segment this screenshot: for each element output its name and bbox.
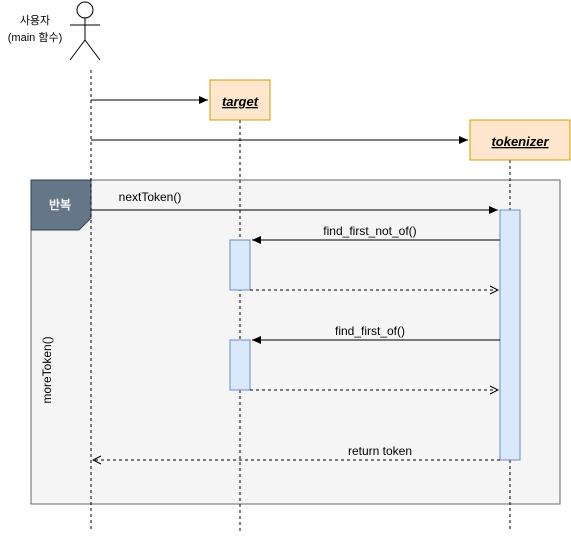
loop-frame xyxy=(30,179,561,505)
actor-stick-figure-icon xyxy=(69,1,101,61)
loop-guard: moreToken() xyxy=(40,336,54,403)
loop-label: 반복 xyxy=(49,197,71,212)
target-participant-label: target xyxy=(222,94,259,109)
tokenizer-participant-label: tokenizer xyxy=(491,134,549,149)
tokenizer-activation-bar xyxy=(499,209,521,461)
loop-fragment: 반복 moreToken() xyxy=(30,179,561,505)
find-first-of-label: find_first_of() xyxy=(335,324,405,338)
actor-name-line2: (main 함수) xyxy=(8,31,62,44)
return-token-label: return token xyxy=(348,444,412,458)
target-activation-bar-1 xyxy=(229,239,251,291)
find-first-not-of-label: find_first_not_of() xyxy=(323,224,416,238)
next-token-label: nextToken() xyxy=(119,190,182,204)
actor-name-line1: 사용자 xyxy=(20,14,50,27)
target-activation-bar-2 xyxy=(229,339,251,391)
target-participant-box xyxy=(209,79,271,121)
tokenizer-participant-box xyxy=(469,119,571,161)
loop-tab xyxy=(30,179,92,231)
